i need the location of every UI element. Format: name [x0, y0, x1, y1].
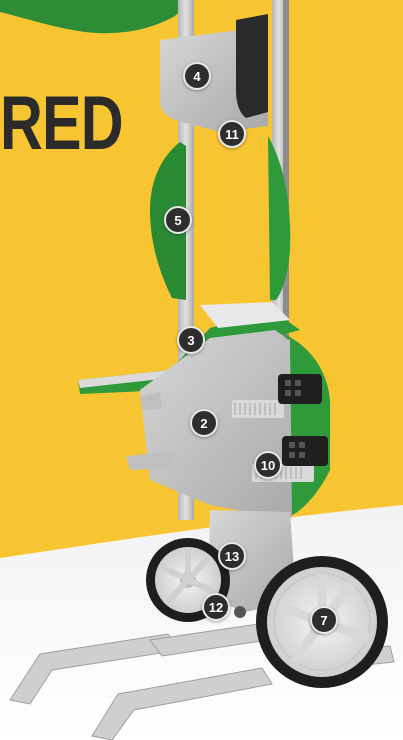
axle-cap [234, 606, 246, 618]
top-box-black-plate [236, 14, 268, 118]
callout-badge-10: 10 [254, 451, 282, 479]
callout-badge-12: 12 [202, 593, 230, 621]
callout-badge-7: 7 [310, 606, 338, 634]
headline-text: RED [0, 86, 123, 162]
control-box-upper [278, 374, 322, 404]
callout-badge-3: 3 [177, 326, 205, 354]
control-box-lower [282, 436, 328, 466]
callout-badge-11: 11 [218, 120, 246, 148]
callout-badge-13: 13 [218, 542, 246, 570]
callout-badge-2: 2 [190, 409, 218, 437]
callout-badge-5: 5 [164, 206, 192, 234]
callout-badge-4: 4 [183, 62, 211, 90]
upper-rack-teeth [234, 403, 276, 415]
